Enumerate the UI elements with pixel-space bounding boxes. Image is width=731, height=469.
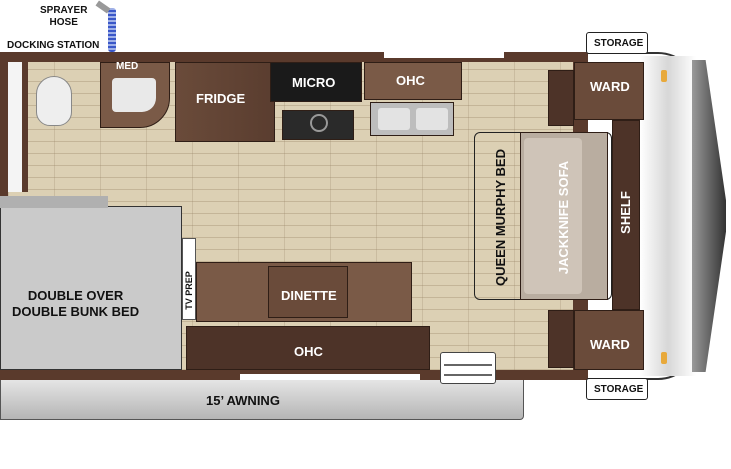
sink-basin-left bbox=[378, 108, 410, 130]
storage-top-label: STORAGE bbox=[594, 38, 644, 49]
bottom-window bbox=[240, 374, 420, 380]
marker-light-bottom bbox=[661, 352, 667, 364]
fridge bbox=[175, 62, 275, 142]
tv-prep-label: TV PREP bbox=[183, 271, 194, 310]
docking-station-label: DOCKING STATION bbox=[7, 40, 100, 51]
tv-prep-panel bbox=[182, 238, 196, 320]
sprayer-hose-text: SPRAYER HOSE bbox=[40, 5, 88, 28]
murphy-bed-label: QUEEN MURPHY BED bbox=[493, 148, 509, 287]
wardrobe-side-bottom bbox=[548, 310, 574, 368]
entry-step-line-2 bbox=[444, 374, 492, 376]
fridge-label: FRIDGE bbox=[196, 91, 246, 106]
sink-basin-right bbox=[416, 108, 448, 130]
burner-icon bbox=[310, 114, 328, 132]
jackknife-sofa-label: JACKKNIFE SOFA bbox=[556, 160, 572, 275]
storage-bottom-label: STORAGE bbox=[594, 384, 644, 395]
ohc-top-label: OHC bbox=[396, 73, 425, 88]
bath-wall bbox=[22, 62, 28, 192]
kitchen-ohc bbox=[364, 62, 462, 100]
storage-bottom-box bbox=[586, 378, 648, 400]
dinette-label: DINETTE bbox=[281, 288, 337, 303]
marker-light-top bbox=[661, 70, 667, 82]
entry-steps bbox=[440, 352, 496, 384]
bunk-bed-top bbox=[0, 196, 108, 208]
front-nose bbox=[692, 60, 726, 372]
bunk-bed-label: DOUBLE OVER DOUBLE BUNK BED bbox=[12, 288, 139, 320]
micro-label: MICRO bbox=[292, 75, 336, 90]
sprayer-hose-label: SPRAYER HOSE bbox=[40, 5, 87, 29]
wardrobe-bottom bbox=[574, 310, 644, 370]
med-label: MED bbox=[116, 61, 139, 72]
bunk-bed-text: DOUBLE OVER DOUBLE BUNK BED bbox=[12, 288, 140, 319]
storage-top-box bbox=[586, 32, 648, 54]
wardrobe-top bbox=[574, 62, 644, 120]
wardrobe-side-top bbox=[548, 70, 574, 126]
top-window bbox=[384, 52, 504, 58]
toilet-icon bbox=[36, 76, 72, 126]
shelf bbox=[612, 120, 640, 310]
ward-top-label: WARD bbox=[590, 79, 630, 94]
microwave bbox=[270, 62, 362, 102]
ohc-bottom-label: OHC bbox=[294, 344, 323, 359]
bath-sink-icon bbox=[112, 78, 156, 112]
sofa-cushion bbox=[524, 138, 582, 294]
entry-step-line bbox=[444, 364, 492, 366]
dinette-ohc bbox=[186, 326, 430, 370]
shower bbox=[8, 62, 22, 192]
front-cap-stripe bbox=[640, 56, 696, 376]
awning-label: 15’ AWNING bbox=[206, 393, 280, 408]
sprayer-head-icon bbox=[95, 0, 111, 14]
ward-bottom-label: WARD bbox=[590, 337, 630, 352]
shelf-label: SHELF bbox=[617, 191, 633, 234]
bunk-bed bbox=[0, 206, 182, 370]
dinette-table bbox=[268, 266, 348, 318]
sprayer-hose-icon bbox=[108, 8, 116, 52]
